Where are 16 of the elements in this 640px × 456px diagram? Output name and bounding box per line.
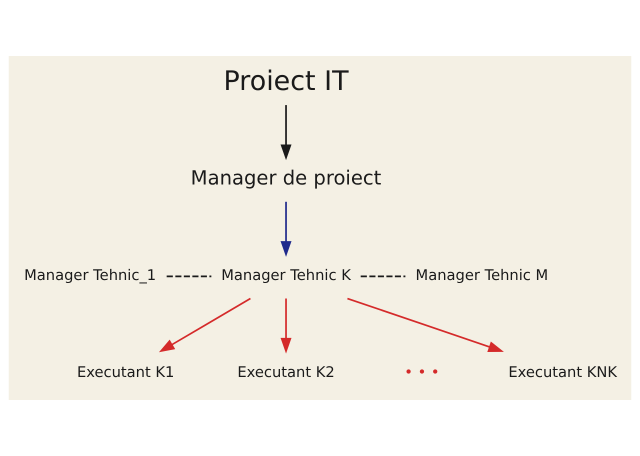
- arrow: [280, 298, 292, 354]
- arrow: [347, 298, 504, 352]
- arrow: [280, 105, 292, 160]
- connector: [360, 276, 406, 278]
- label: • • •: [404, 364, 440, 381]
- node-text: Executant K2: [237, 364, 335, 381]
- arrow: [158, 298, 251, 352]
- node-text: Executant KNK: [508, 364, 618, 381]
- node-text: Manager Tehnic K: [221, 267, 351, 284]
- arrow: [280, 202, 292, 257]
- node-text: Manager Tehnic M: [416, 267, 548, 284]
- node-text: Proiect IT: [223, 66, 349, 97]
- node-text: Manager de proiect: [190, 166, 382, 190]
- connector: [166, 276, 212, 278]
- node-text: Executant K1: [76, 364, 174, 381]
- node-text: Manager Tehnic_1: [24, 267, 156, 284]
